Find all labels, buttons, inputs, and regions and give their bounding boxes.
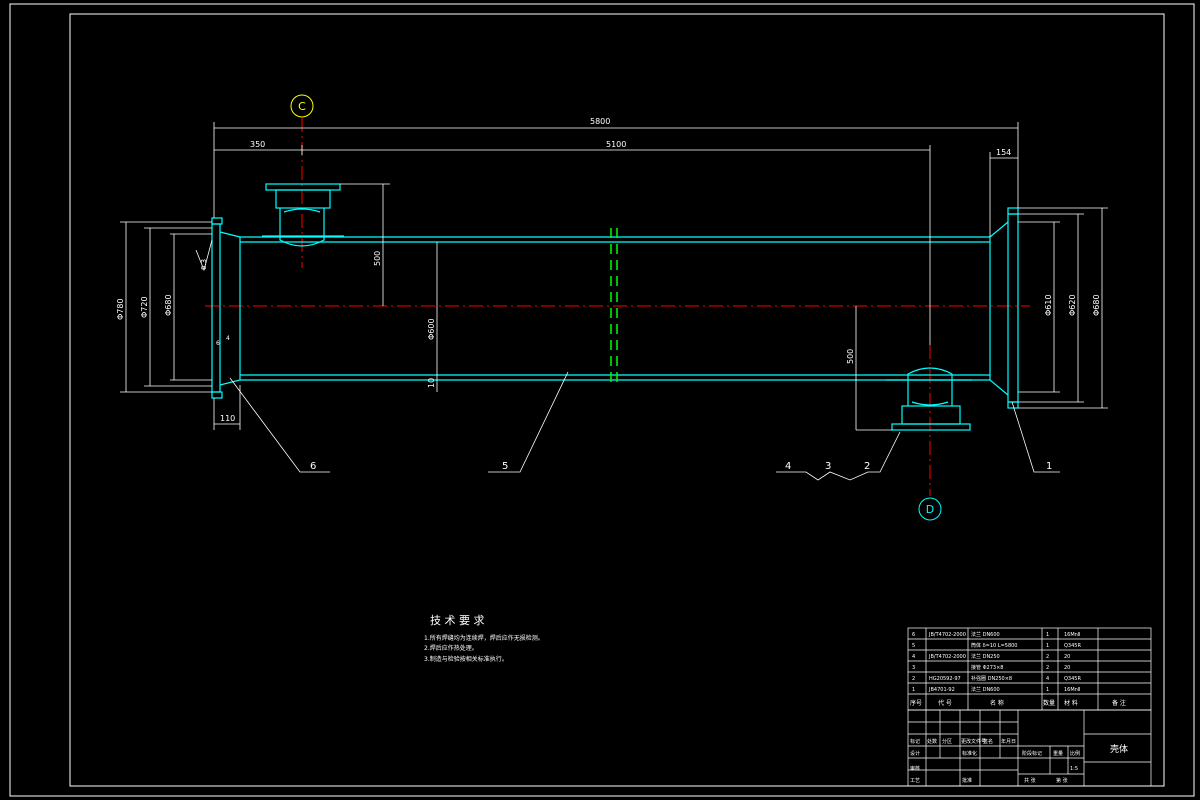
bom-header-name: 名 称	[990, 699, 1004, 707]
dim-flange-width-right: 154	[996, 148, 1011, 157]
bom-cell-name: 法兰 DN250	[971, 653, 1000, 660]
bom-cell-name: 接管 Φ273×8	[971, 664, 1003, 671]
tech-req-item-2: 2.焊后应作热处理。	[424, 644, 478, 652]
bom-cell-mat: 20	[1064, 665, 1070, 671]
bom-cell-code: JB/T4702-2000	[928, 654, 966, 660]
tech-req-item-1: 1.所有焊缝均为连续焊，焊后应作无损检测。	[424, 634, 544, 642]
bom-header-mat: 材 料	[1064, 699, 1078, 707]
dim-right-outer: Φ680	[1092, 294, 1101, 316]
dim-left-flange: 110	[220, 414, 235, 423]
callout-1: 1	[1046, 461, 1052, 472]
inner-frame	[69, 13, 1165, 787]
callout-3: 3	[825, 461, 831, 472]
bom-cell-no: 4	[912, 654, 915, 660]
roughness-symbol	[195, 239, 213, 272]
dim-left-mid: Φ720	[140, 296, 149, 318]
bom-header-no: 序号	[910, 699, 922, 707]
dim-nozzle-offset: 350	[250, 140, 265, 149]
tb-label-sheets: 共 张	[1024, 777, 1036, 784]
break-mark	[610, 228, 618, 386]
bom-cell-no: 1	[912, 687, 915, 693]
dimensions	[120, 122, 1108, 431]
callout-6: 6	[310, 461, 316, 472]
tb-label-sheet-no: 第 张	[1056, 777, 1068, 784]
bom-cell-mat: 16MnⅡ	[1064, 632, 1080, 638]
dim-gap-small2: 6	[216, 340, 220, 347]
tech-req-title: 技 术 要 求	[430, 614, 485, 627]
bom-cell-mat: Q345R	[1064, 676, 1081, 682]
tb-label-process: 工艺	[910, 778, 920, 784]
dim-overall-length: 5800	[590, 117, 610, 126]
callout-5: 5	[502, 461, 508, 472]
title-block	[907, 709, 1152, 787]
bom-cell-code: JB4701-92	[928, 687, 955, 693]
tb-label-design: 设计	[910, 750, 920, 757]
bom-cell-name: 补强圈 DN250×8	[971, 675, 1012, 682]
bom-cell-code: JB/T4702-2000	[928, 632, 966, 638]
surface-roughness: 6.3	[200, 259, 208, 270]
bom-cell-qty: 1	[1046, 687, 1049, 693]
dim-nozzle-height-top: 500	[373, 251, 382, 266]
tb-label-change: 更改文件号	[961, 738, 986, 745]
bom-cell-qty: 4	[1046, 676, 1049, 682]
bom-cell-no: 5	[912, 643, 915, 649]
tb-label-stage: 阶段标记	[1022, 750, 1042, 757]
tb-label-approve: 批准	[962, 777, 972, 784]
dim-nozzle-height-bottom: 500	[846, 349, 855, 364]
tb-label-standard: 标准化	[962, 750, 977, 757]
bom-header-code: 代 号	[938, 699, 952, 707]
leaders	[229, 371, 1060, 481]
dim-right-inner: Φ610	[1044, 294, 1053, 316]
bom-cell-name: 法兰 DN600	[971, 686, 1000, 693]
bom-cell-qty: 1	[1046, 632, 1049, 638]
dim-left-inner: Φ680	[164, 294, 173, 316]
bom-cell-name: 筒体 δ=10 L=5800	[971, 642, 1018, 649]
callout-2: 2	[864, 461, 870, 472]
tb-label-mark: 标记	[910, 738, 920, 745]
dim-nozzle-spacing: 5100	[606, 140, 626, 149]
bom-cell-no: 2	[912, 676, 915, 682]
bom-cell-mat: 20	[1064, 654, 1070, 660]
dim-shell-wall: 10	[427, 378, 436, 388]
dim-shell-inner: Φ600	[427, 318, 436, 340]
bom-cell-name: 法兰 DN600	[971, 631, 1000, 638]
tb-label-zone: 分区	[942, 738, 952, 745]
bom-header-note: 备 注	[1112, 699, 1126, 707]
nozzle-d	[886, 367, 972, 431]
tech-req-item-3: 3.制造与检验按相关标准执行。	[424, 655, 508, 663]
dim-left-outer: Φ780	[116, 298, 125, 320]
tb-label-scale: 比例	[1070, 750, 1080, 757]
shell	[211, 207, 1019, 409]
bom-table	[907, 627, 1152, 711]
tb-label-review: 审核	[910, 765, 920, 772]
tb-label-sign: 签名	[983, 738, 993, 745]
dim-gap-small: 4	[226, 335, 230, 342]
tb-label-count: 处数	[927, 738, 937, 745]
tb-label-weight: 重量	[1053, 750, 1063, 757]
tb-label-date: 年月日	[1001, 738, 1016, 745]
bom-cell-mat: 16MnⅡ	[1064, 687, 1080, 693]
section-c: C	[290, 94, 314, 118]
bom-cell-mat: Q345R	[1064, 643, 1081, 649]
nozzle-c	[262, 183, 344, 247]
bom-cell-qty: 2	[1046, 665, 1049, 671]
dim-right-mid: Φ620	[1068, 294, 1077, 316]
section-d-label: D	[926, 503, 934, 516]
bom-cell-code: HG20592-97	[929, 676, 961, 682]
section-d: D	[918, 497, 942, 521]
section-c-label: C	[298, 100, 306, 113]
bom-cell-qty: 1	[1046, 643, 1049, 649]
bom-cell-qty: 2	[1046, 654, 1049, 660]
bom-cell-no: 3	[912, 665, 915, 671]
bom-cell-no: 6	[912, 632, 915, 638]
part-name: 壳体	[1110, 743, 1128, 755]
outer-frame	[9, 3, 1195, 797]
callout-4: 4	[785, 461, 791, 472]
bom-header-qty: 数量	[1043, 699, 1055, 707]
tb-scale-value: 1:5	[1070, 766, 1078, 772]
